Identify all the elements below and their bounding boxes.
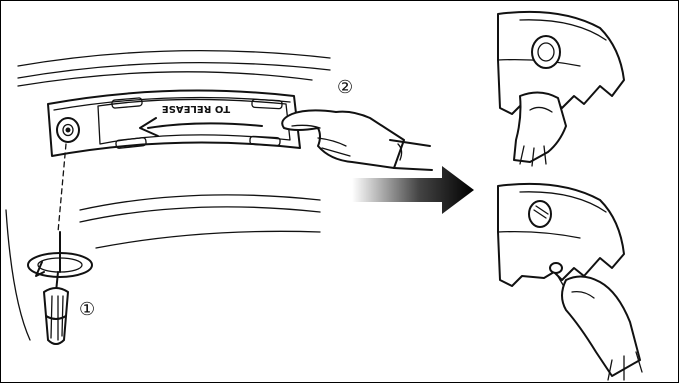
filter-cover-icon	[498, 12, 624, 166]
screw-icon	[28, 232, 92, 277]
panel-release-label: TO RELEASE	[162, 103, 230, 114]
step-1-marker: ①	[79, 299, 95, 320]
hand-icon	[282, 110, 432, 170]
release-panel	[48, 91, 300, 156]
screwdriver-icon	[44, 272, 68, 344]
step-2-marker: ②	[337, 77, 353, 98]
gradient-arrow-icon	[352, 166, 474, 214]
filter-cover-open-icon	[498, 184, 642, 380]
screw-guide-line	[58, 144, 66, 232]
